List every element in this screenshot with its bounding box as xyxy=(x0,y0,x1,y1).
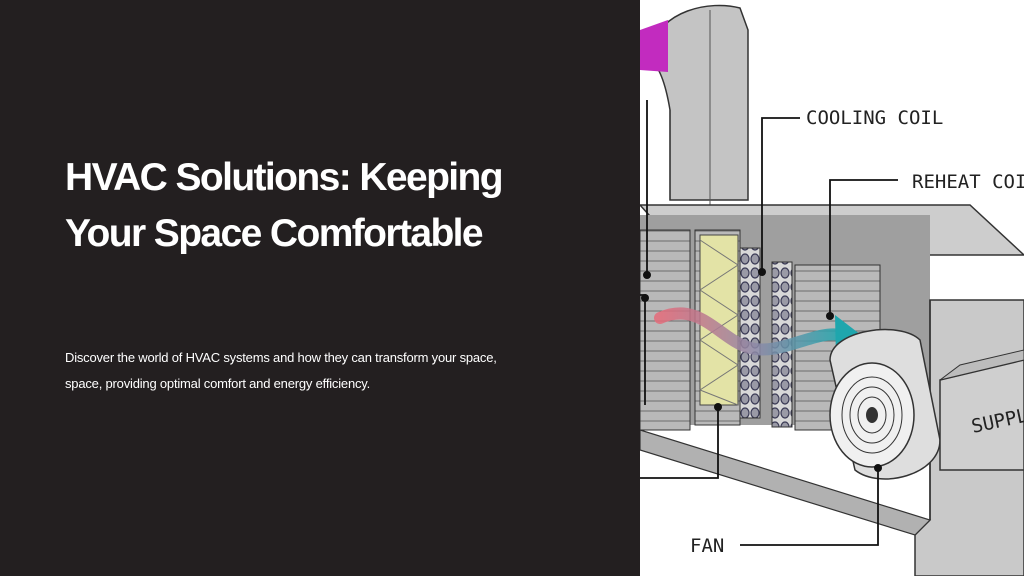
label-cooling-coil: COOLING COIL xyxy=(806,107,943,129)
blower-fan xyxy=(829,328,941,480)
cooling-coil xyxy=(739,247,761,419)
label-fan: FAN xyxy=(690,535,724,557)
title-line-2: Your Space Comfortable xyxy=(65,212,484,255)
hvac-diagram-panel: COOLING COIL REHEAT COIL SUPPLY FAN xyxy=(640,0,1024,576)
subtitle-line-1: Discover the world of HVAC systems and h… xyxy=(65,350,497,365)
label-reheat-coil: REHEAT COIL xyxy=(912,171,1024,193)
vertical-duct xyxy=(640,4,749,205)
supply-duct xyxy=(939,349,1024,471)
slide-title: HVAC Solutions: Keeping Your Space Comfo… xyxy=(65,150,605,262)
text-panel: HVAC Solutions: Keeping Your Space Comfo… xyxy=(65,150,605,397)
leader-lines xyxy=(640,100,898,546)
slide-subtitle: Discover the world of HVAC systems and h… xyxy=(65,345,585,397)
airflow-arrow xyxy=(654,307,846,356)
duct-airflow-arrow xyxy=(640,20,668,72)
subtitle-line-2: space, providing optimal comfort and ene… xyxy=(65,376,371,391)
leader-dots xyxy=(641,268,882,472)
hvac-diagram: COOLING COIL REHEAT COIL SUPPLY FAN xyxy=(640,4,1024,576)
filter-section xyxy=(640,229,691,431)
title-line-1: HVAC Solutions: Keeping xyxy=(65,156,504,199)
